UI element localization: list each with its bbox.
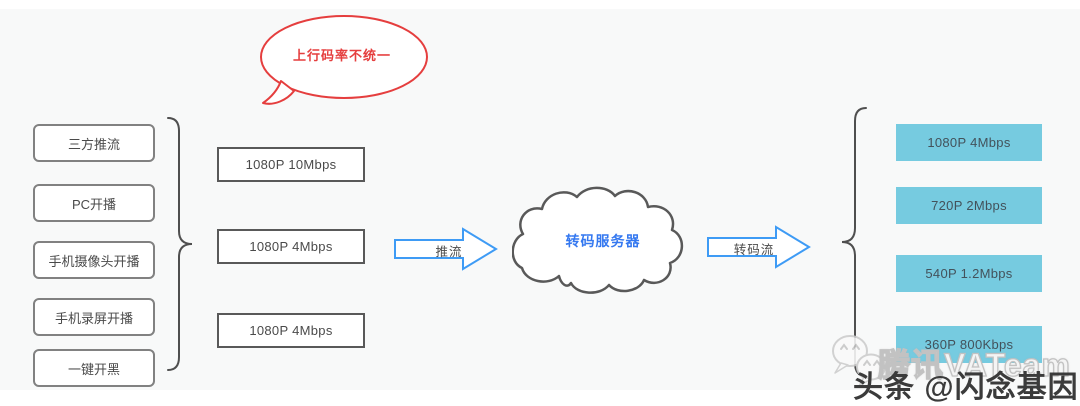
- transcode-arrow-label: 转码流: [733, 243, 775, 257]
- cloud-shape: [512, 186, 684, 294]
- push-arrow-label: 推流: [435, 245, 463, 259]
- source-box-third-party: 三方推流: [33, 124, 155, 162]
- input-stream-box-1: 1080P 10Mbps: [217, 147, 365, 182]
- right-brace: [841, 107, 867, 377]
- transcode-server-cloud: [512, 186, 684, 294]
- output-stream-box-1080p: 1080P 4Mbps: [896, 124, 1042, 161]
- transcode-arrow: [707, 225, 811, 269]
- source-box-phone-camera: 手机摄像头开播: [33, 241, 155, 279]
- source-box-one-key: 一键开黑: [33, 349, 155, 387]
- push-arrow: [394, 227, 498, 271]
- left-brace: [167, 117, 193, 371]
- page-margin-bottom: [0, 390, 1080, 406]
- speech-bubble: [260, 15, 428, 105]
- watermark-brand: 腾讯VATeam: [877, 346, 1071, 383]
- wechat-icon: [832, 335, 886, 387]
- speech-bubble-tail: [262, 80, 295, 105]
- speech-bubble-text: 上行码率不统一: [292, 47, 391, 63]
- transcode-arrow-shape: [707, 225, 811, 269]
- source-box-phone-screen: 手机录屏开播: [33, 298, 155, 336]
- speech-bubble-ellipse: [260, 15, 428, 99]
- input-stream-box-3: 1080P 4Mbps: [217, 313, 365, 348]
- push-arrow-shape: [394, 227, 498, 271]
- output-stream-box-540p: 540P 1.2Mbps: [896, 255, 1042, 292]
- page-margin-top: [0, 0, 1080, 9]
- transcode-server-label: 转码服务器: [565, 233, 641, 249]
- input-stream-box-2: 1080P 4Mbps: [217, 229, 365, 264]
- output-stream-box-360p: 360P 800Kbps: [896, 326, 1042, 363]
- source-box-pc: PC开播: [33, 184, 155, 222]
- output-stream-box-720p: 720P 2Mbps: [896, 187, 1042, 224]
- watermark-byline: 头条 @闪念基因: [853, 371, 1079, 404]
